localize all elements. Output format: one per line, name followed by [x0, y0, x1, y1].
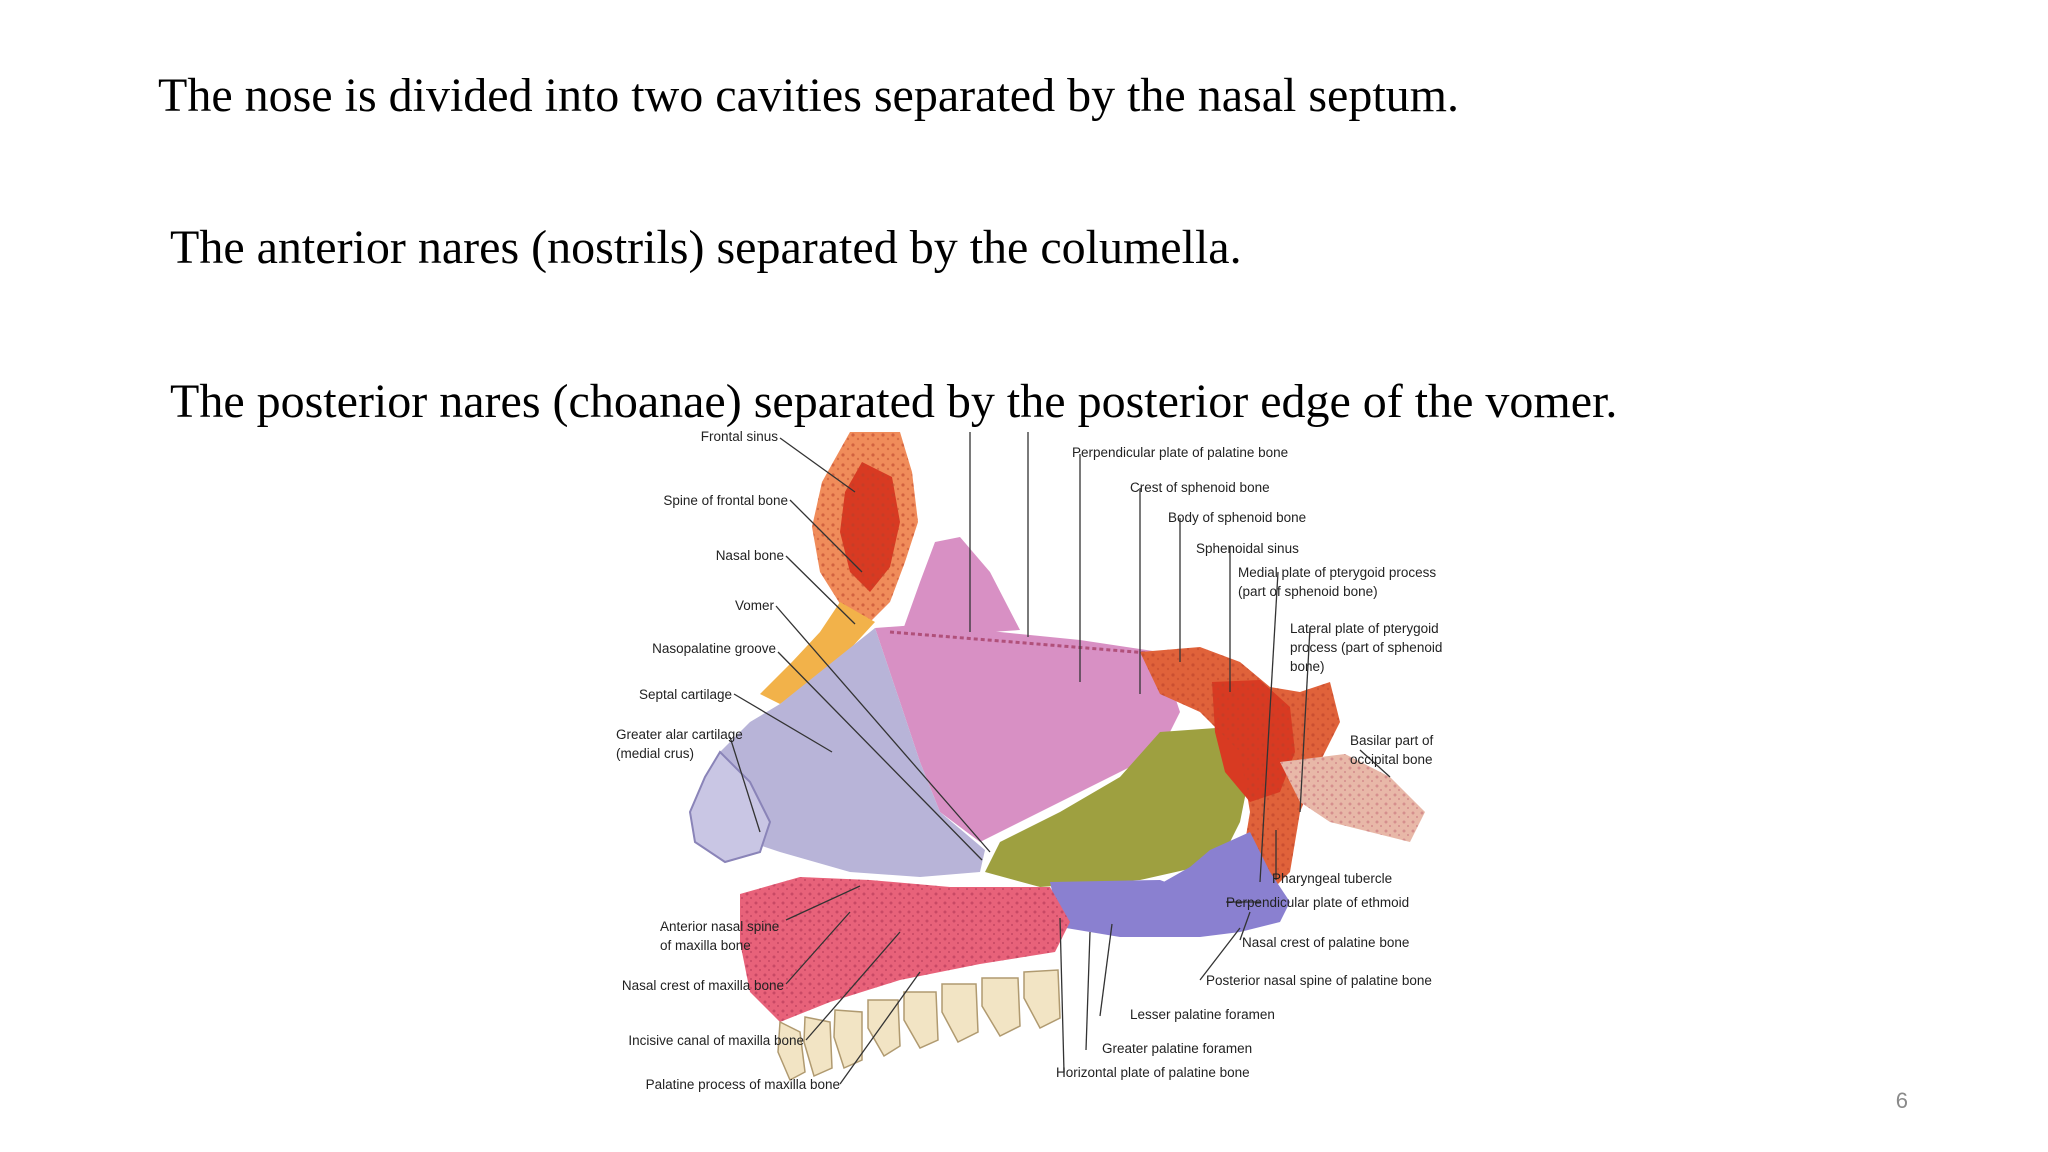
- label-vomer: Vomer: [734, 598, 774, 613]
- nasal-septum-anatomy-figure: Frontal sinus Spine of frontal bone Nasa…: [600, 429, 1480, 1098]
- septal-cartilage: [708, 628, 985, 877]
- vomer-bone: [985, 727, 1250, 887]
- horizontal-plate: [1050, 880, 1240, 937]
- label-greater-alar-cartilage: Greater alar cartilage: [616, 727, 743, 742]
- label-body-sphenoid: Body of sphenoid bone: [1168, 510, 1307, 525]
- label-perpendicular-plate-ethmoid: Perpendicular plate of ethmoid: [1226, 895, 1410, 910]
- label-lateral-plate-pterygoid: Lateral plate of pterygoid: [1290, 621, 1439, 636]
- label-nasopalatine-groove: Nasopalatine groove: [652, 641, 776, 656]
- label-lateral-plate-pterygoid-3: bone): [1290, 659, 1325, 674]
- label-horizontal-plate-palatine: Horizontal plate of palatine bone: [1056, 1065, 1250, 1080]
- label-basilar-occipital: Basilar part of: [1350, 733, 1434, 748]
- alar-cartilage: [688, 750, 772, 864]
- bullet-nasal-cavities: The nose is divided into two cavities se…: [158, 69, 1460, 122]
- label-greater-alar-cartilage-2: (medial crus): [616, 746, 695, 761]
- label-posterior-nasal-spine: Posterior nasal spine of palatine bone: [1206, 973, 1432, 988]
- label-frontal-sinus: Frontal sinus: [700, 429, 778, 444]
- ethmoid-plate: [875, 624, 1180, 842]
- label-medial-plate-pterygoid-2: (part of sphenoid bone): [1238, 584, 1378, 599]
- label-nasal-crest-palatine: Nasal crest of palatine bone: [1242, 935, 1410, 950]
- label-greater-palatine-foramen: Greater palatine foramen: [1102, 1041, 1253, 1056]
- label-pharyngeal-tubercle: Pharyngeal tubercle: [1272, 871, 1393, 886]
- label-palatine-process: Palatine process of maxilla bone: [645, 1077, 840, 1092]
- label-septal-cartilage: Septal cartilage: [638, 687, 732, 702]
- label-anterior-nasal-spine-2: of maxilla bone: [660, 938, 751, 953]
- label-anterior-nasal-spine: Anterior nasal spine: [660, 919, 780, 934]
- label-perpendicular-plate-palatine: Perpendicular plate of palatine bone: [1072, 445, 1289, 460]
- crista-galli: [900, 537, 1020, 638]
- label-lateral-plate-pterygoid-2: process (part of sphenoid: [1290, 640, 1443, 655]
- label-spine-frontal-bone: Spine of frontal bone: [663, 493, 788, 508]
- label-lesser-palatine-foramen: Lesser palatine foramen: [1130, 1007, 1275, 1022]
- nasal-septum-illustration: [688, 432, 1425, 1085]
- bullet-anterior-nares: The anterior nares (nostrils) separated …: [170, 221, 1242, 274]
- label-incisive-canal: Incisive canal of maxilla bone: [628, 1033, 804, 1048]
- teeth: [777, 969, 1061, 1082]
- label-nasal-bone: Nasal bone: [715, 548, 784, 563]
- page-number: 6: [1895, 1088, 1908, 1113]
- label-basilar-occipital-2: occipital bone: [1350, 752, 1433, 767]
- bullet-posterior-nares: The posterior nares (choanae) separated …: [170, 375, 1618, 428]
- label-nasal-crest-maxilla: Nasal crest of maxilla bone: [621, 978, 784, 993]
- label-crest-sphenoid: Crest of sphenoid bone: [1130, 480, 1270, 495]
- leader-lines: [729, 432, 1391, 1085]
- label-sphenoidal-sinus: Sphenoidal sinus: [1196, 541, 1299, 556]
- label-medial-plate-pterygoid: Medial plate of pterygoid process: [1238, 565, 1437, 580]
